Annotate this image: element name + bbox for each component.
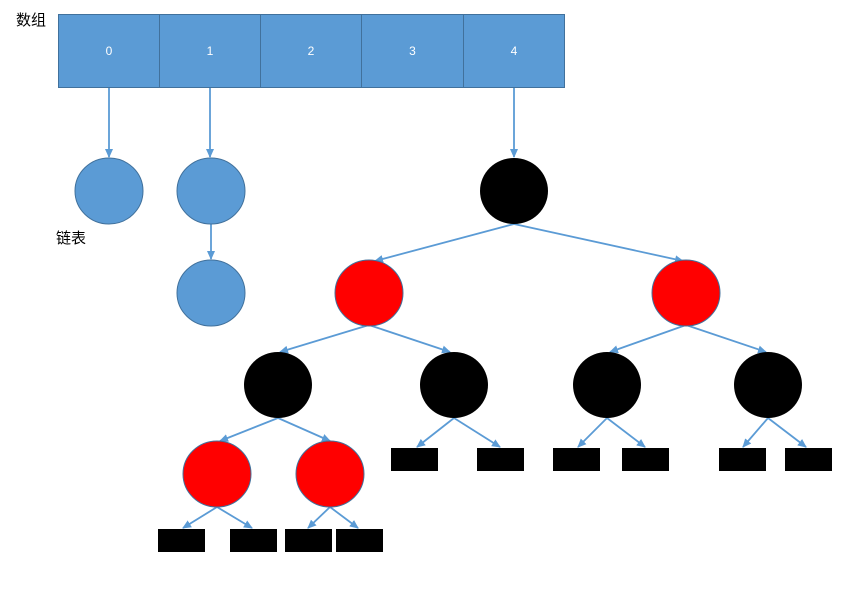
nil-leaf <box>477 448 524 471</box>
rb-node-root-black <box>480 158 548 224</box>
edge-l-lr <box>368 324 451 354</box>
array-cell-3: 3 <box>361 14 464 88</box>
array-cell-1: 1 <box>159 14 261 88</box>
list-node-cell1-b <box>176 259 246 327</box>
nil-leaf <box>336 529 383 552</box>
linked-list-label: 链表 <box>56 229 87 247</box>
edge-ll-red2 <box>277 417 331 442</box>
rb-node-lr-black <box>420 352 488 418</box>
nil-leaf <box>719 448 766 471</box>
edge-rr-nil1 <box>742 417 769 448</box>
edge-root-right <box>513 223 684 264</box>
edge-rl-nil2 <box>606 417 646 448</box>
nil-leaf <box>391 448 438 471</box>
edge-lr-nil1 <box>416 417 455 448</box>
array-label: 数组 <box>16 11 47 29</box>
rb-node-rl-black <box>573 352 641 418</box>
edge-ll-red1 <box>219 417 279 442</box>
edge-rr-nil2 <box>767 417 807 448</box>
array-cell-0: 0 <box>58 14 160 88</box>
edge-lr-nil2 <box>453 417 501 448</box>
nil-leaf <box>285 529 332 552</box>
nil-leaf <box>553 448 600 471</box>
rb-node-left-red <box>334 259 404 327</box>
rb-node-lll-red <box>182 440 252 508</box>
array-cell-4: 4 <box>463 14 565 88</box>
nil-leaf <box>785 448 832 471</box>
list-node-cell0 <box>74 157 144 225</box>
edge-r-rl <box>609 324 687 354</box>
edge-l-ll <box>279 324 370 354</box>
edge-red2-nil1 <box>307 506 331 529</box>
edge-root-left <box>374 223 515 263</box>
nil-leaf <box>230 529 277 552</box>
list-node-cell1-a <box>176 157 246 225</box>
rb-node-llr-red <box>295 440 365 508</box>
rb-node-ll-black <box>244 352 312 418</box>
edge-red1-nil2 <box>216 506 253 529</box>
nil-leaf <box>158 529 205 552</box>
edge-red2-nil2 <box>329 506 359 529</box>
edge-rl-nil1 <box>577 417 608 448</box>
rb-node-rr-black <box>734 352 802 418</box>
edge-r-rr <box>685 324 767 354</box>
nil-leaf <box>622 448 669 471</box>
array-cell-2: 2 <box>260 14 362 88</box>
rb-node-right-red <box>651 259 721 327</box>
edge-red1-nil1 <box>182 506 218 529</box>
